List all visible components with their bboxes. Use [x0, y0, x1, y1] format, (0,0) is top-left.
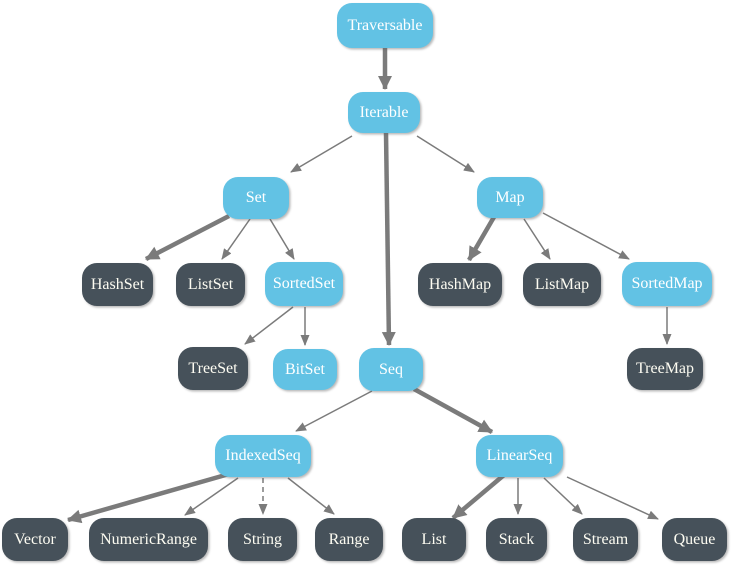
node-queue: Queue	[662, 518, 727, 561]
edge-seq-linearseq	[412, 387, 494, 434]
node-stack: Stack	[486, 518, 547, 561]
node-label: Set	[245, 189, 267, 206]
node-label: HashMap	[428, 275, 492, 293]
edge-linearseq-stream	[543, 477, 583, 515]
edge-indexedseq-numericrange	[184, 477, 239, 516]
node-list: List	[402, 518, 466, 561]
node-label: TreeMap	[635, 360, 695, 377]
node-listmap: ListMap	[523, 263, 601, 306]
edge-linearseq-list	[451, 473, 506, 520]
node-numericrange: NumericRange	[89, 518, 208, 561]
node-iterable: Iterable	[348, 92, 420, 133]
edge-linearseq-queue	[566, 476, 659, 520]
node-label: LinearSeq	[486, 447, 553, 464]
edge-iterable-map	[416, 135, 475, 173]
node-label: Queue	[673, 530, 716, 548]
node-label: Stack	[498, 530, 535, 548]
node-label: SortedSet	[272, 275, 336, 292]
edge-indexedseq-range	[287, 477, 335, 515]
node-range: Range	[315, 518, 383, 561]
node-label: NumericRange	[100, 530, 197, 548]
edge-iterable-set	[290, 135, 353, 173]
edge-iterable-seq	[381, 132, 396, 346]
node-label: BitSet	[284, 360, 325, 378]
node-hashmap: HashMap	[418, 263, 502, 306]
edge-seq-indexedseq	[295, 390, 373, 432]
node-label: Range	[328, 530, 370, 548]
edge-map-sortedmap	[542, 212, 630, 260]
node-label: Iterable	[359, 103, 409, 121]
node-label: IndexedSeq	[225, 447, 301, 464]
edge-map-hashmap	[467, 215, 496, 262]
node-label: Seq	[379, 360, 403, 378]
node-label: Map	[495, 188, 525, 206]
node-map: Map	[477, 177, 543, 218]
node-label: Stream	[582, 530, 629, 548]
node-sortedmap: SortedMap	[622, 262, 712, 306]
node-listset: ListSet	[176, 263, 245, 306]
edge-sortedset-treeset	[244, 306, 294, 345]
edge-set-sortedset	[269, 218, 295, 260]
node-treemap: TreeMap	[627, 348, 703, 390]
node-label: SortedMap	[631, 275, 703, 292]
node-indexedseq: IndexedSeq	[215, 435, 311, 477]
node-label: TreeSet	[188, 359, 238, 377]
node-linearseq: LinearSeq	[476, 435, 563, 477]
edge-set-hashset	[144, 214, 231, 261]
node-label: Traversable	[347, 16, 423, 34]
node-label: HashSet	[90, 275, 145, 293]
node-string: String	[228, 518, 297, 561]
node-sortedset: SortedSet	[265, 262, 343, 306]
edge-set-listset	[221, 218, 251, 260]
node-label: String	[242, 530, 283, 548]
node-label: List	[421, 530, 447, 548]
node-hashset: HashSet	[82, 263, 153, 306]
node-stream: Stream	[573, 518, 638, 561]
node-label: Vector	[14, 530, 56, 548]
node-label: ListSet	[187, 275, 234, 293]
node-traversable: Traversable	[337, 3, 433, 48]
node-seq: Seq	[359, 348, 423, 391]
edge-map-listmap	[523, 218, 551, 260]
node-bitset: BitSet	[273, 349, 337, 390]
node-set: Set	[223, 177, 289, 219]
node-label: ListMap	[534, 275, 590, 293]
edge-indexedseq-vector	[67, 469, 237, 524]
node-treeset: TreeSet	[178, 347, 248, 390]
node-vector: Vector	[2, 518, 68, 561]
